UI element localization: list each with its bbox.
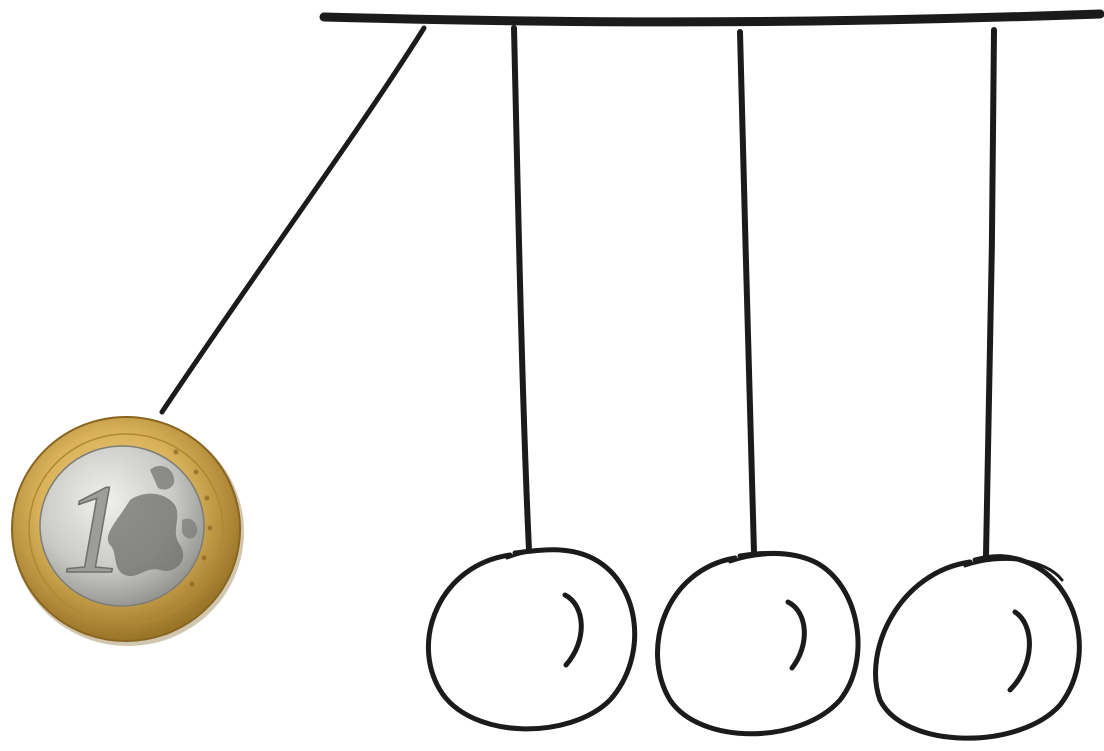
- pendulum-ball-2: [658, 553, 859, 733]
- euro-coin-icon: 1: [12, 417, 244, 646]
- ball-highlight-1: [565, 595, 581, 665]
- string-3: [986, 30, 994, 556]
- string-1: [514, 28, 529, 550]
- pendulum-ball-1: [428, 550, 634, 729]
- pendulum-ball-3: [876, 557, 1080, 739]
- ball-highlight-2: [788, 602, 804, 668]
- string-2: [740, 32, 754, 553]
- ball-highlight-3: [1010, 612, 1029, 690]
- swinging-string: [162, 28, 424, 412]
- coin-denomination: 1: [62, 458, 126, 600]
- top-bar: [324, 14, 1100, 22]
